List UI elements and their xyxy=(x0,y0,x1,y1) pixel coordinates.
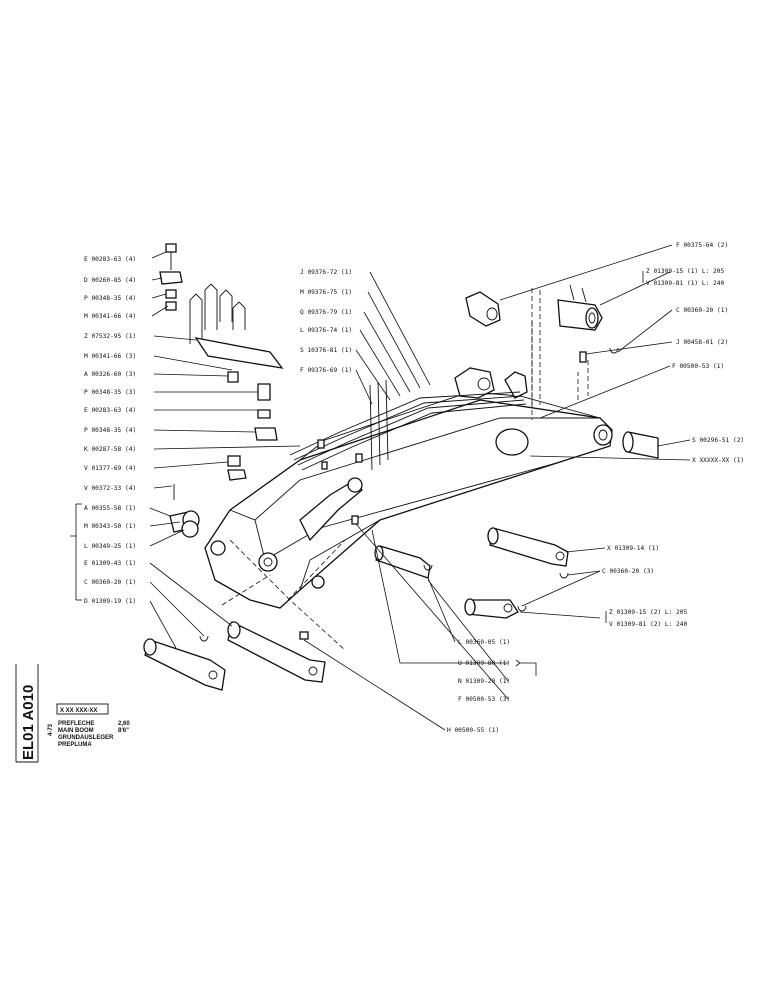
part-label-left-5: M 00341-66 (3) xyxy=(84,353,136,360)
part-label-top-4: S 10376-81 (1) xyxy=(300,347,352,354)
part-label-left-0: E 00283-63 (4) xyxy=(84,256,136,263)
part-label-left-11: V 01377-69 (4) xyxy=(84,465,136,472)
part-label-top-5: F 09376-69 (1) xyxy=(300,367,352,374)
part-label-left-7: P 00348-35 (3) xyxy=(84,389,136,396)
part-label-right-1: Z 01309-15 (1) L: 205 xyxy=(646,268,725,275)
part-label-right-3: C 00360-20 (1) xyxy=(676,307,728,314)
part-label-left-17: C 00360-20 (1) xyxy=(84,579,136,586)
part-label-right-11: V 01309-81 (2) L: 240 xyxy=(609,621,688,628)
part-label-top-2: Q 09376-79 (1) xyxy=(300,309,352,316)
title-line-2-name: GRUNDAUSLEGER xyxy=(58,735,114,741)
part-label-bottom-2: N 01309-20 (1) xyxy=(458,678,510,685)
part-label-left-6: A 00326-60 (3) xyxy=(84,371,136,378)
title-line-1-name: MAIN BOOM xyxy=(58,728,94,734)
leader-lines xyxy=(70,244,691,731)
title-block: X XX XXX-XX PREFLECHE 2,60 MAIN BOOM 8'6… xyxy=(48,703,130,748)
part-label-top-1: M 09376-75 (1) xyxy=(300,289,352,296)
part-label-right-4: J 00458-01 (2) xyxy=(676,339,728,346)
part-label-left-1: D 00260-85 (4) xyxy=(84,277,136,284)
part-label-bottom-4: H 00500-55 (1) xyxy=(447,727,499,734)
left-label-column: E 00283-63 (4) D 00260-85 (4) P 00348-35… xyxy=(84,256,136,605)
part-label-left-10: K 00287-58 (4) xyxy=(84,446,136,453)
title-line-0-value: 2,60 xyxy=(118,721,130,727)
part-label-right-9: C 00360-20 (3) xyxy=(602,568,654,575)
part-label-left-13: A 00355-58 (1) xyxy=(84,505,136,512)
part-label-left-16: E 01309-43 (1) xyxy=(84,560,136,567)
part-label-left-4: Z 07532-95 (1) xyxy=(84,333,136,340)
part-label-right-5: F 00500-53 (1) xyxy=(672,363,724,370)
part-label-left-14: M 00343-50 (1) xyxy=(84,523,136,530)
part-label-bottom-3: F 00500-53 (3) xyxy=(458,696,510,703)
part-label-right-8: X 01309-14 (1) xyxy=(607,545,659,552)
part-label-bottom-1: U 01309-80 (1) xyxy=(458,660,510,667)
title-line-0-name: PREFLECHE xyxy=(58,721,94,727)
loose-parts xyxy=(143,243,659,691)
part-label-top-0: J 09376-72 (1) xyxy=(300,269,352,276)
part-label-left-9: P 00348-35 (4) xyxy=(84,427,136,434)
part-label-left-15: L 00349-25 (1) xyxy=(84,543,136,550)
drawing-code: EL01 A010 xyxy=(20,685,37,760)
part-label-right-2: V 01309-81 (1) L: 240 xyxy=(646,280,725,287)
bottom-label-column: L 00360-05 (1) U 01309-80 (1) N 01309-20… xyxy=(447,639,510,734)
side-note: 4-73 xyxy=(48,723,54,736)
part-label-left-8: E 00283-63 (4) xyxy=(84,407,136,414)
part-label-right-6: S 00296-51 (2) xyxy=(692,437,744,444)
title-block-code: X XX XXX-XX xyxy=(60,708,97,714)
part-label-right-0: F 00375-64 (2) xyxy=(676,242,728,249)
part-label-left-3: M 00341-66 (4) xyxy=(84,313,136,320)
title-line-1-value: 8'6" xyxy=(118,728,129,734)
drawing-code-block: EL01 A010 xyxy=(15,664,39,763)
part-label-left-18: D 01309-19 (1) xyxy=(84,598,136,605)
title-line-3-name: PREPLUMA xyxy=(58,742,92,748)
part-label-bottom-0: L 00360-05 (1) xyxy=(458,639,510,646)
top-label-column: J 09376-72 (1) M 09376-75 (1) Q 09376-79… xyxy=(300,269,352,374)
main-boom-drawing xyxy=(204,288,613,651)
part-label-left-12: V 00372-33 (4) xyxy=(84,485,136,492)
right-label-column: F 00375-64 (2) Z 01309-15 (1) L: 205 V 0… xyxy=(602,242,744,628)
part-label-top-3: L 09376-74 (1) xyxy=(300,327,352,334)
part-label-right-10: Z 01309-15 (2) L: 205 xyxy=(609,609,688,616)
part-label-right-7: X XXXXX-XX (1) xyxy=(692,457,744,464)
part-label-left-2: P 00348-35 (4) xyxy=(84,295,136,302)
